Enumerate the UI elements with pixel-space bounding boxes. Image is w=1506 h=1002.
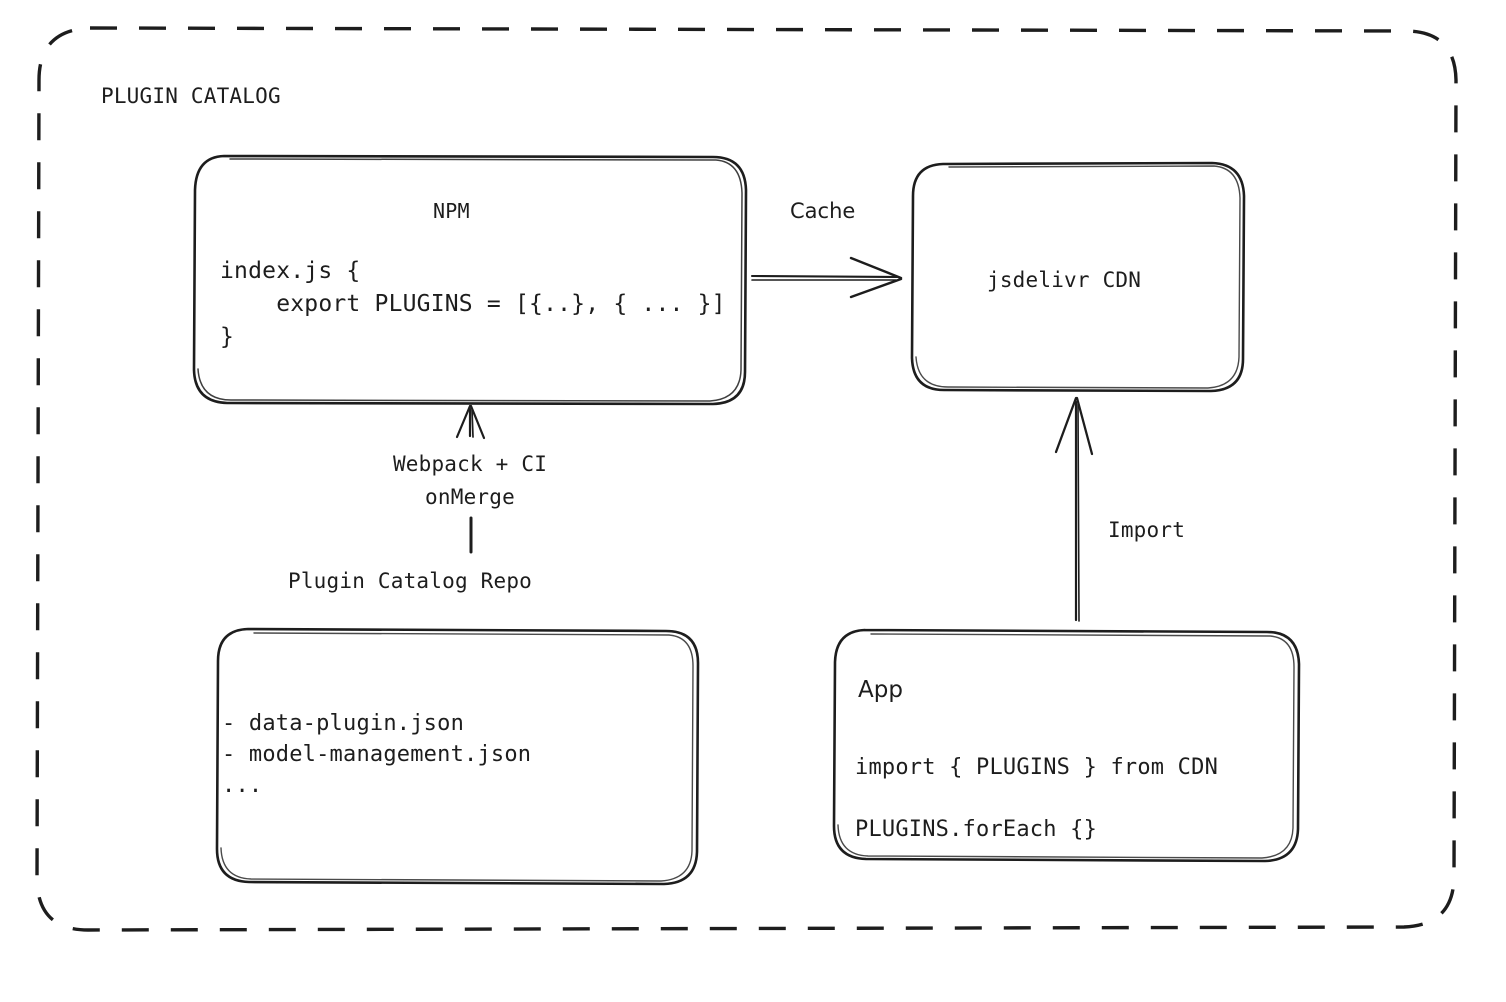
build-edge-label: Webpack + CI onMerge [392, 452, 548, 509]
cache-edge-label: Cache [790, 199, 856, 223]
cache-arrow [750, 256, 903, 299]
repo-file-item-2: ... [222, 773, 263, 798]
page-title: PLUGIN CATALOG [101, 84, 281, 108]
npm-code-line-0: index.js { [220, 258, 361, 284]
npm-code-line-2: } [220, 324, 235, 350]
import-arrow [1054, 396, 1094, 622]
app-code-line-1: PLUGINS.forEach {} [855, 817, 1098, 842]
app-code-block: import { PLUGINS } from CDN PLUGINS.forE… [855, 737, 1218, 861]
repo-file-item-1: - model-management.json [222, 742, 532, 767]
repo-file-item-0: - data-plugin.json [222, 711, 465, 736]
repo-file-list: - data-plugin.json - model-management.js… [222, 708, 531, 801]
app-code-line-0: import { PLUGINS } from CDN [855, 755, 1219, 780]
repo-node-caption: Plugin Catalog Repo [288, 569, 533, 593]
app-node-title: App [858, 677, 903, 703]
cdn-node-title: jsdelivr CDN [987, 268, 1142, 292]
npm-code-block: index.js { export PLUGINS = [{..}, { ...… [220, 255, 726, 354]
npm-code-line-1: export PLUGINS = [{..}, { ... }] [220, 291, 726, 317]
import-edge-label: Import [1108, 518, 1186, 542]
npm-node-title: NPM [433, 199, 470, 223]
